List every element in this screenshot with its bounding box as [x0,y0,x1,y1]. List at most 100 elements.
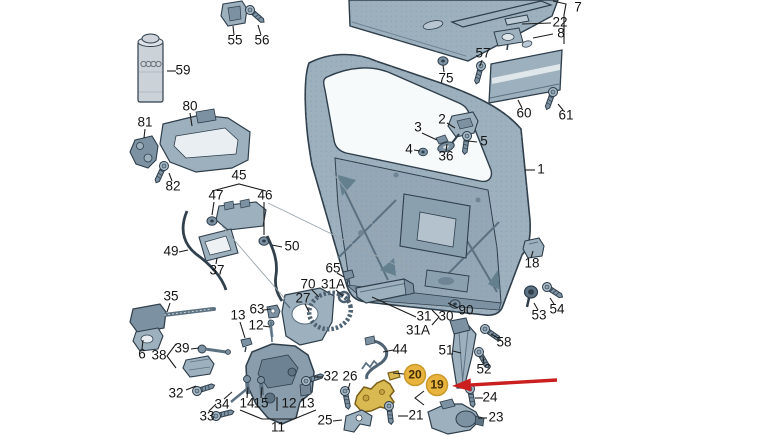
part-label-49[interactable]: 49 [163,244,178,259]
label-bracket [239,409,317,420]
part-label-30[interactable]: 30 [438,309,453,324]
part-label-2[interactable]: 2 [438,112,446,127]
part-label-45[interactable]: 45 [231,168,246,183]
leader-line [442,64,445,73]
highlighted-latch-19-20[interactable] [354,359,401,413]
lock-cylinder-35 [129,303,216,334]
rod-44 [364,335,389,380]
highlight-callout-20[interactable]: 20 [403,363,427,387]
part-label-36[interactable]: 36 [438,149,453,164]
part-label-13[interactable]: 13 [230,308,245,323]
part-label-58[interactable]: 58 [496,335,511,350]
leader-line [336,272,345,278]
part-label-59[interactable]: 59 [175,63,190,78]
part-label-15[interactable]: 15 [253,396,268,411]
part-label-50[interactable]: 50 [284,239,299,254]
part-label-33[interactable]: 33 [199,409,214,424]
leader-line [521,22,552,25]
part-label-31A[interactable]: 31A [321,277,345,292]
part-label-27[interactable]: 27 [295,291,310,306]
part-label-22[interactable]: 22 [552,15,567,30]
leader-line [262,325,271,328]
part-label-5[interactable]: 5 [480,134,488,149]
leader-line [532,33,554,39]
part-label-3[interactable]: 3 [414,120,422,135]
screw-54 [540,280,566,302]
part-label-80[interactable]: 80 [182,99,197,114]
leader-line [141,339,144,350]
part-label-31A[interactable]: 31A [406,323,430,338]
highlight-circle-20[interactable] [403,363,427,387]
reference-line [328,167,410,272]
part-label-70[interactable]: 70 [300,277,315,292]
part-label-18[interactable]: 18 [524,256,539,271]
part-label-6[interactable]: 6 [138,347,146,362]
label-bracket [414,390,425,406]
part-label-55[interactable]: 55 [227,33,242,48]
part-label-56[interactable]: 56 [254,33,269,48]
leader-line [143,128,146,139]
window-opening [322,67,493,183]
highlight-circle-19[interactable] [425,373,449,397]
part-label-26[interactable]: 26 [342,369,357,384]
part-label-34[interactable]: 34 [214,397,230,412]
part-label-60[interactable]: 60 [516,106,531,121]
leader-line [189,112,193,127]
part-label-25[interactable]: 25 [317,413,332,428]
leader-line [311,289,320,298]
highlight-callout-19[interactable]: 19 [425,373,449,397]
pin-39 [197,344,231,355]
reference-lines-layer [221,167,411,301]
part-label-12[interactable]: 12 [281,396,296,411]
part-label-32[interactable]: 32 [168,386,183,401]
spoiler-strip [450,0,553,28]
part-label-12[interactable]: 12 [248,318,263,333]
leader-line [232,25,235,36]
part-label-44[interactable]: 44 [392,342,408,357]
part-label-37[interactable]: 37 [209,263,224,278]
red-arrow [452,378,558,392]
part-label-14[interactable]: 14 [239,396,255,411]
part-label-53[interactable]: 53 [531,308,546,323]
actuator-23 [427,398,485,435]
striker-2 [447,111,479,144]
part-label-11[interactable]: 11 [271,420,285,435]
part-label-32[interactable]: 32 [323,369,338,384]
part-label-23[interactable]: 23 [488,410,503,425]
part-label-38[interactable]: 38 [151,348,166,363]
part-label-7[interactable]: 7 [574,0,582,15]
part-label-35[interactable]: 35 [163,289,178,304]
cable-50 [265,235,284,302]
part-label-46[interactable]: 46 [257,188,272,203]
part-label-8[interactable]: 8 [557,26,565,41]
part-label-57[interactable]: 57 [475,46,490,61]
part-label-54[interactable]: 54 [549,302,565,317]
part-label-52[interactable]: 52 [476,362,491,377]
shapes-layer [129,0,566,435]
leader-line [530,250,534,259]
part-label-51[interactable]: 51 [438,343,453,358]
part-label-81[interactable]: 81 [137,115,152,130]
part-label-1[interactable]: 1 [537,162,545,177]
leader-line [549,297,555,305]
red-arrow-shaft [470,378,558,387]
part-label-39[interactable]: 39 [174,341,189,356]
part-label-63[interactable]: 63 [249,302,264,317]
panel-handle-recess [422,20,444,30]
part-label-75[interactable]: 75 [438,71,453,86]
part-label-47[interactable]: 47 [208,188,223,203]
part-label-31[interactable]: 31 [416,309,431,324]
part-label-21[interactable]: 21 [408,408,423,423]
part-label-65[interactable]: 65 [325,261,340,276]
grip-handle-30 [355,278,415,304]
part-label-61[interactable]: 61 [558,108,573,123]
part-label-13[interactable]: 13 [299,396,314,411]
part-label-24[interactable]: 24 [482,390,498,405]
part-label-4[interactable]: 4 [405,142,413,157]
part-label-82[interactable]: 82 [165,179,180,194]
latch-assembly-11 [245,343,315,425]
grommet-53 [523,285,539,308]
trim-panel-60 [488,49,563,104]
part-label-90[interactable]: 90 [458,303,473,318]
